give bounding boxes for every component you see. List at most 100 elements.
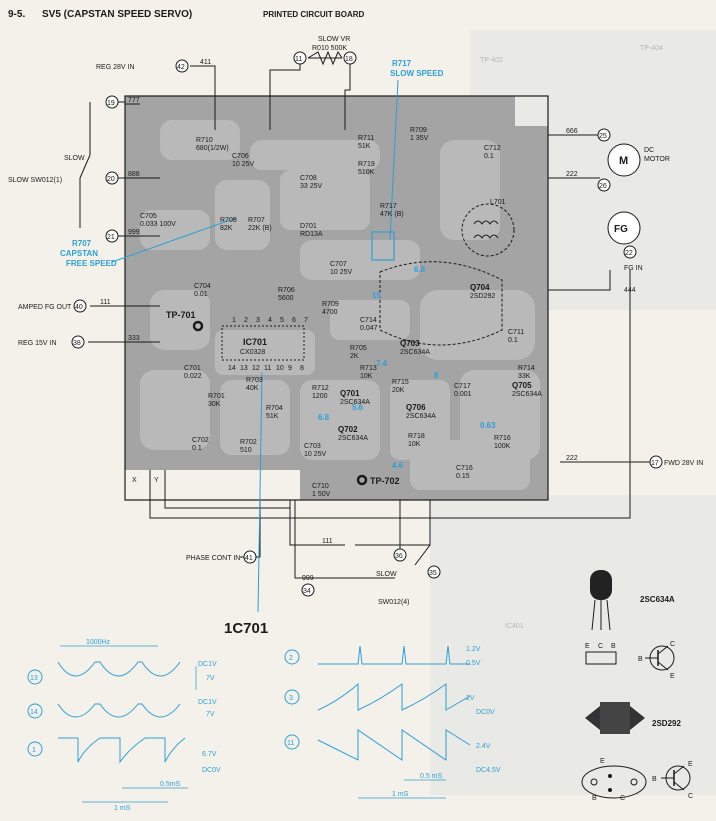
slow-vr-value: R010 500K: [312, 45, 347, 52]
svg-text:222: 222: [566, 455, 578, 462]
component-ref: R705: [350, 345, 367, 352]
svg-text:14: 14: [30, 709, 38, 716]
svg-text:2V: 2V: [466, 695, 475, 702]
svg-text:222: 222: [566, 171, 578, 178]
svg-text:11: 11: [287, 740, 294, 747]
component-value: RD13A: [300, 231, 323, 238]
connectors: 42 REG 28V IN 19 20 21 40 AMPED FG OUT 3…: [18, 51, 703, 597]
component-ref: Q704: [470, 283, 490, 292]
connector-40: 40 AMPED FG OUT: [18, 299, 87, 313]
component-value: 0.1: [484, 153, 494, 160]
svg-text:0.5V: 0.5V: [466, 660, 481, 667]
svg-text:1 mS: 1 mS: [114, 805, 131, 812]
component-ref: R709: [322, 301, 339, 308]
svg-text:M: M: [619, 155, 628, 167]
ic-pin: 9: [288, 365, 292, 372]
svg-text:888: 888: [128, 171, 140, 178]
svg-text:1C701: 1C701: [224, 620, 268, 637]
page-subtitle: PRINTED CIRCUIT BOARD: [263, 10, 365, 19]
svg-text:777: 777: [128, 97, 140, 104]
component-value: 10 25V: [232, 161, 255, 168]
section-number: 9-5.: [8, 9, 25, 20]
component-ref: R719: [358, 161, 375, 168]
connector-17: 17 FWD 28V IN: [649, 455, 703, 469]
svg-text:42: 42: [177, 64, 185, 71]
voltage-marker: 8: [434, 371, 439, 380]
svg-text:0.5 mS: 0.5 mS: [420, 773, 443, 780]
component-value: 100K: [494, 443, 511, 450]
component-value: 10K: [360, 373, 373, 380]
component-value: 30K: [208, 401, 221, 408]
component-ref: R701: [208, 393, 225, 400]
svg-text:17: 17: [651, 460, 659, 467]
svg-text:B: B: [638, 656, 643, 663]
label-fg-in: FG IN: [624, 265, 643, 272]
voltage-marker: 7.4: [376, 359, 388, 368]
page-title: SV5 (CAPSTAN SPEED SERVO): [42, 9, 192, 20]
label-slow: SLOW: [64, 155, 85, 162]
svg-text:IC701: IC701: [243, 337, 267, 347]
svg-text:E: E: [600, 758, 605, 765]
ic-pin: 6: [292, 317, 296, 324]
svg-text:36: 36: [395, 553, 403, 560]
component-value: 2SC634A: [400, 349, 430, 356]
component-value: 10 25V: [330, 269, 353, 276]
svg-text:SLOW SPEED: SLOW SPEED: [390, 69, 444, 78]
label-999b: 999: [302, 575, 314, 582]
svg-text:DC4.5V: DC4.5V: [476, 767, 501, 774]
component-ref: L701: [490, 199, 506, 206]
component-value: 0.1: [192, 445, 202, 452]
svg-text:2SC634A: 2SC634A: [640, 595, 675, 604]
connector-35: 35: [427, 565, 441, 579]
component-ref: C703: [304, 443, 321, 450]
svg-text:E: E: [688, 761, 693, 768]
component-value: 1200: [312, 393, 328, 400]
svg-text:7V: 7V: [206, 711, 215, 718]
component-ref: C708: [300, 175, 317, 182]
connector-19: 19: [105, 95, 119, 109]
ic-pin: 4: [268, 317, 272, 324]
svg-text:11: 11: [295, 56, 302, 63]
connector-41: 41 PHASE CONT IN: [186, 550, 257, 564]
component-value: 2SC634A: [406, 413, 436, 420]
connector-18: 18: [343, 51, 357, 65]
svg-text:C: C: [598, 643, 603, 650]
component-l701: L701: [490, 199, 506, 206]
component-value: 0.047: [360, 325, 378, 332]
svg-text:DC1V: DC1V: [198, 699, 217, 706]
fg-generator: FG: [607, 211, 641, 245]
svg-text:26: 26: [599, 183, 607, 190]
component-ref: R717: [380, 203, 397, 210]
slow-vr-label: SLOW VR: [318, 36, 350, 43]
component-value: 40K: [246, 385, 259, 392]
component-value: 2SC634A: [338, 435, 368, 442]
component-value: 10 25V: [304, 451, 327, 458]
svg-text:25: 25: [599, 133, 607, 140]
svg-text:CAPSTAN: CAPSTAN: [60, 249, 98, 258]
svg-text:40: 40: [75, 304, 83, 311]
component-ref: Q706: [406, 403, 426, 412]
ic-pin: 11: [264, 365, 271, 372]
bg-label-tp404: TP-404: [640, 45, 663, 52]
connector-36: 36: [393, 548, 407, 562]
svg-text:DC: DC: [644, 147, 654, 154]
ic-pin: 1: [232, 317, 236, 324]
svg-text:13: 13: [30, 675, 38, 682]
component-ref: C704: [194, 283, 211, 290]
component-value: 510K: [358, 169, 375, 176]
svg-text:34: 34: [303, 588, 311, 595]
component-ref: R709: [410, 127, 427, 134]
component-ref: R712: [312, 385, 329, 392]
